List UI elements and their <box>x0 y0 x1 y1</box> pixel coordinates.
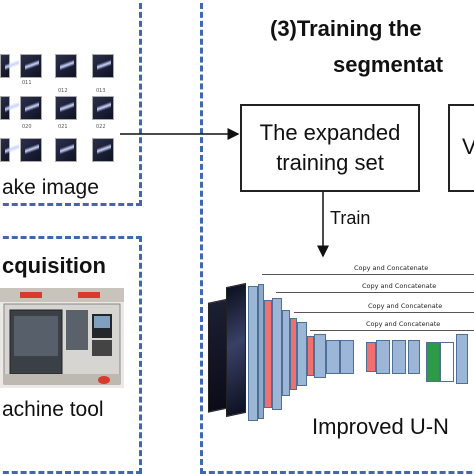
encoder-layer <box>248 286 258 421</box>
expanded-training-set-box: The expanded training set <box>240 104 420 192</box>
thumbnail-image <box>55 54 77 78</box>
train-label: Train <box>330 208 371 228</box>
decoder-layer <box>408 340 420 374</box>
input-image-slab-2 <box>226 282 246 418</box>
training-title-line2: segmentat <box>333 52 444 77</box>
encoder-layer-red <box>307 336 314 376</box>
thumbnail-image <box>55 138 77 162</box>
encoder-layer-red <box>290 318 297 390</box>
decoder-layer <box>376 340 390 374</box>
copy-line <box>294 312 474 313</box>
copy-label: Copy and Concatenate <box>368 302 443 310</box>
decoder-layer <box>456 334 468 384</box>
box2-text: V <box>462 134 474 159</box>
make-image-caption: ake image <box>2 176 99 199</box>
thumbnail-number: 020 <box>22 124 32 130</box>
encoder-layer <box>272 298 282 410</box>
thumbnail-number: 013 <box>96 88 106 94</box>
thumbnail-image <box>0 138 19 162</box>
machine-tool-caption: achine tool <box>2 398 104 421</box>
thumbnail-image <box>0 54 19 78</box>
decoder-layer <box>392 340 406 374</box>
thumbnail-image <box>20 54 42 78</box>
thumbnail-image <box>92 54 114 78</box>
thumbnail-image <box>92 96 114 120</box>
encoder-layer <box>314 334 326 378</box>
bottleneck-layer <box>340 340 354 374</box>
copy-line <box>276 292 474 293</box>
decoder-layer-green <box>426 342 440 382</box>
encoder-layer <box>282 310 290 396</box>
box1-line2: training set <box>276 150 384 175</box>
encoder-layer <box>297 322 307 386</box>
acquisition-title: cquisition <box>2 253 106 278</box>
thumbnail-image <box>55 96 77 120</box>
unet-caption: Improved U-N <box>312 414 449 439</box>
acquisition-panel <box>0 236 142 474</box>
copy-line <box>262 274 474 275</box>
thumbnail-image <box>92 138 114 162</box>
validation-set-box: V <box>448 104 474 192</box>
machine-tool-photo <box>0 288 124 388</box>
encoder-layer-red <box>264 300 272 408</box>
thumbnail-number: 012 <box>58 88 68 94</box>
thumbnail-image <box>20 138 42 162</box>
thumbnail-number: 011 <box>22 80 32 86</box>
training-panel <box>200 0 474 474</box>
bottleneck-layer <box>326 340 340 374</box>
copy-line <box>310 330 474 331</box>
make-image-panel <box>0 0 142 206</box>
thumbnail-image <box>20 96 42 120</box>
thumbnail-number: 021 <box>58 124 68 130</box>
encoder-layer <box>258 284 264 419</box>
copy-label: Copy and Concatenate <box>362 282 437 290</box>
thumbnail-number: 022 <box>96 124 106 130</box>
training-title-line1: (3)Training the <box>270 16 422 41</box>
copy-label: Copy and Concatenate <box>366 320 441 328</box>
machine-tool-illustration <box>0 288 124 388</box>
copy-label: Copy and Concatenate <box>354 264 429 272</box>
box1-line1: The expanded <box>259 120 401 145</box>
decoder-layer-red <box>366 342 376 372</box>
decoder-layer-white <box>440 342 454 382</box>
thumbnail-image <box>0 96 19 120</box>
